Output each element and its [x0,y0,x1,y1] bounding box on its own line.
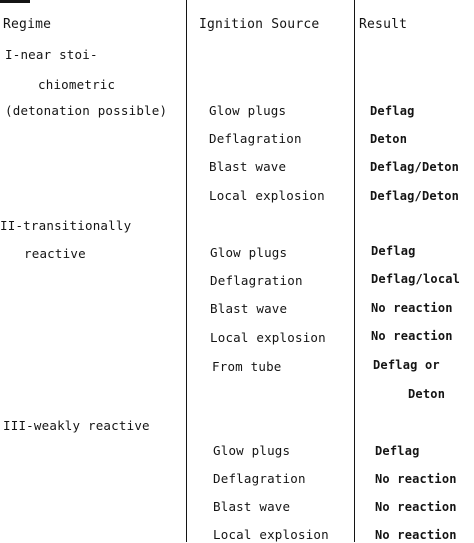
regime-3-result-4: No reaction [375,528,457,542]
regime-1-result-1: Deflag [370,104,415,118]
regime-2-result-2: Deflag/local [371,272,461,286]
regime-1-result-2: Deton [370,132,408,146]
regime-1-result-3: Deflag/Deton [370,160,460,174]
regime-1-source-3: Blast wave [209,159,287,174]
regime-2-result-3: No reaction [371,301,453,315]
regime-2-label-line-2: reactive [24,246,86,261]
header-ignition-source: Ignition Source [199,17,320,32]
regime-2-source-3: Blast wave [210,301,288,316]
regime-2-label-line-1: II-transitionally [0,218,132,233]
regime-1-result-4: Deflag/Deton [370,189,460,203]
scan-edge-mark [0,0,30,3]
regime-3-label-line-1: III-weakly reactive [3,418,150,433]
regime-3-result-1: Deflag [375,444,420,458]
header-result: Result [359,17,408,32]
regime-2-result-6: Deton [408,387,446,401]
regime-1-label-line-2: chiometric [38,77,116,92]
regime-3-result-2: No reaction [375,472,457,486]
regime-1-source-2: Deflagration [209,131,302,146]
regime-2-source-5: From tube [212,359,282,374]
regime-3-result-3: No reaction [375,500,457,514]
header-regime: Regime [3,17,52,32]
regime-3-source-3: Blast wave [213,499,291,514]
regime-2-source-2: Deflagration [210,273,303,288]
column-divider-right [354,0,355,542]
regime-3-source-2: Deflagration [213,471,306,486]
regime-1-label-line-1: I-near stoi- [5,47,98,62]
regime-2-source-4: Local explosion [210,330,326,345]
regime-3-source-4: Local explosion [213,527,329,542]
regime-1-source-1: Glow plugs [209,103,287,118]
column-divider-left [186,0,187,542]
regime-2-result-5: Deflag or [373,358,440,372]
regime-2-result-1: Deflag [371,244,416,258]
regime-3-source-1: Glow plugs [213,443,291,458]
regime-2-source-1: Glow plugs [210,245,288,260]
regime-2-result-4: No reaction [371,329,453,343]
regime-1-source-4: Local explosion [209,188,325,203]
regime-1-label-line-3: (detonation possible) [5,103,168,118]
